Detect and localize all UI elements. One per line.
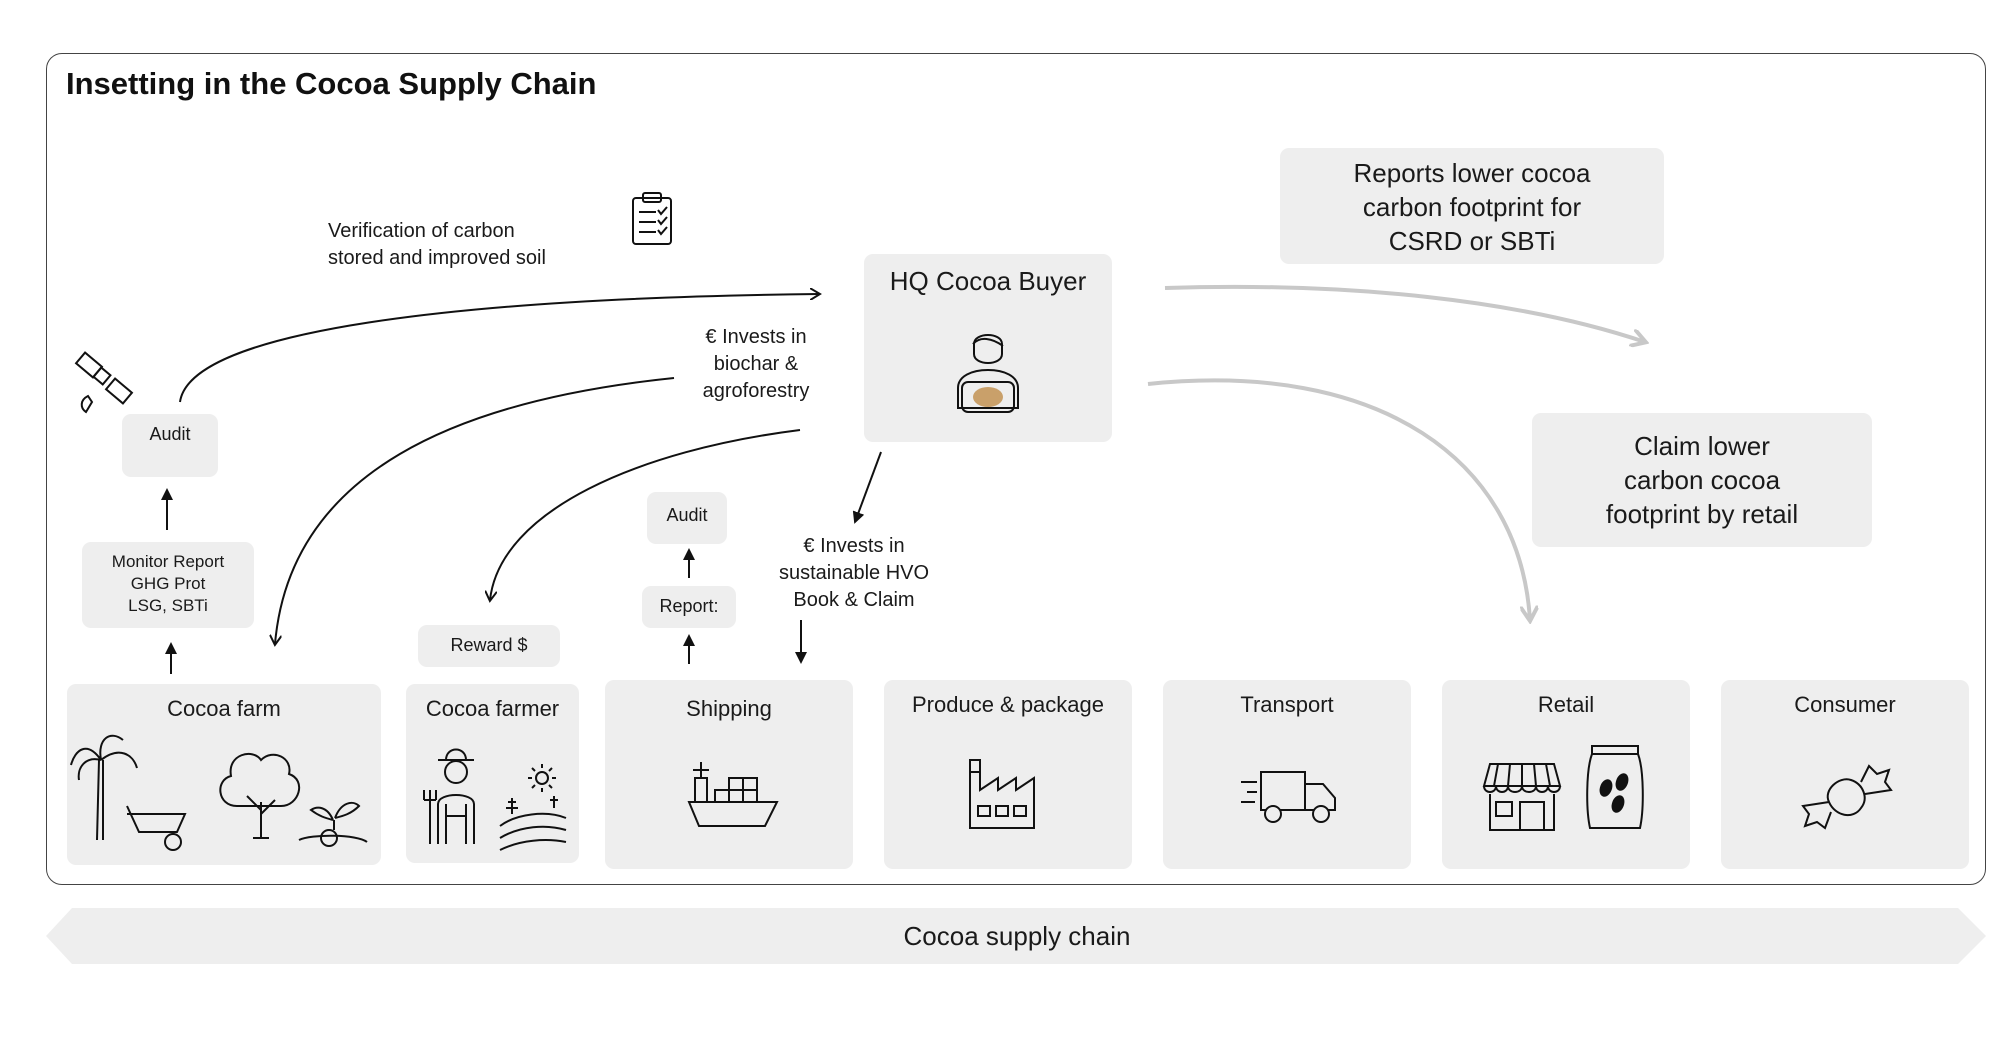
- biochar-line-3: agroforestry: [702, 380, 810, 402]
- reward-box: Reward $: [418, 625, 560, 667]
- report-box-shipping: Report:: [642, 586, 736, 628]
- invest-to-farmer-arrow: [490, 429, 801, 600]
- stage-label-shipping: Shipping: [686, 696, 772, 721]
- stage-transport: Transport: [1163, 680, 1411, 869]
- stage-consumer: Consumer: [1721, 680, 1969, 869]
- diagram-frame: [46, 53, 1986, 885]
- monitor-line-1: Monitor Report: [111, 552, 225, 571]
- satellite-icon: [74, 351, 134, 414]
- stage-cocoa-farmer: Cocoa farmer: [406, 684, 579, 863]
- clipboard-icon: [632, 192, 672, 245]
- biochar-line-1: € Invests in: [705, 326, 807, 348]
- stage-label-cocoa-farm: Cocoa farm: [167, 696, 281, 721]
- audit-label-shipping: Audit: [666, 505, 708, 525]
- stage-shipping: Shipping: [605, 680, 853, 869]
- reports-grey-arrow: [1164, 284, 1645, 342]
- reward-label: Reward $: [450, 635, 528, 655]
- claim-callout: Claim lower carbon cocoa footprint by re…: [1532, 413, 1872, 547]
- monitor-line-2: GHG Prot: [130, 574, 206, 593]
- stage-cocoa-farm: Cocoa farm: [67, 684, 381, 865]
- supply-chain-band: [46, 908, 1986, 964]
- verification-note: Verification of carbon stored and improv…: [328, 218, 546, 272]
- coffee-bag-icon: [1586, 745, 1644, 829]
- hq-cocoa-buyer-box: HQ Cocoa Buyer: [864, 254, 1112, 442]
- stage-label-cocoa-farmer: Cocoa farmer: [425, 696, 560, 721]
- verification-line-2: stored and improved soil: [328, 247, 546, 269]
- claim-line-2: carbon cocoa: [1623, 465, 1781, 495]
- claim-grey-arrow: [1147, 378, 1530, 620]
- invest-to-farm-arrow: [275, 377, 675, 644]
- stage-label-consumer: Consumer: [1794, 692, 1896, 717]
- report-label-shipping: Report:: [659, 596, 719, 616]
- ship-icon: [687, 762, 779, 827]
- audit-box-shipping: Audit: [647, 492, 727, 544]
- reports-callout: Reports lower cocoa carbon footprint for…: [1280, 148, 1664, 264]
- invests-biochar-note: € Invests in biochar & agroforestry: [680, 324, 832, 405]
- hvo-line-3: Book & Claim: [793, 589, 915, 611]
- hq-to-hvo-arrow: [852, 451, 882, 524]
- diagram-title: Insetting in the Cocoa Supply Chain: [66, 66, 597, 101]
- claim-line-3: footprint by retail: [1605, 499, 1799, 529]
- verification-line-1: Verification of carbon: [328, 220, 515, 242]
- stage-label-produce-package: Produce & package: [911, 692, 1105, 717]
- hvo-line-1: € Invests in: [803, 535, 905, 557]
- truck-icon: [1241, 771, 1336, 823]
- biochar-line-2: biochar &: [713, 353, 799, 375]
- monitor-report-box: Monitor Report GHG Prot LSG, SBTi: [82, 542, 254, 628]
- candy-icon: [1801, 764, 1893, 830]
- audit-box-farm: Audit: [122, 414, 218, 477]
- stage-label-retail: Retail: [1537, 692, 1595, 717]
- stage-retail: Retail: [1442, 680, 1690, 869]
- invests-hvo-note: € Invests in sustainable HVO Book & Clai…: [762, 533, 946, 614]
- reports-line-2: carbon footprint for: [1362, 192, 1582, 222]
- claim-line-1: Claim lower: [1634, 431, 1770, 461]
- audit-label-farm: Audit: [149, 424, 191, 444]
- stage-label-transport: Transport: [1240, 692, 1334, 717]
- verification-arrow: [179, 294, 819, 403]
- stage-produce-package: Produce & package: [884, 680, 1132, 869]
- reports-line-1: Reports lower cocoa: [1353, 158, 1591, 188]
- hvo-line-2: sustainable HVO: [778, 562, 930, 584]
- factory-icon: [969, 759, 1035, 829]
- hq-cocoa-buyer-label: HQ Cocoa Buyer: [889, 266, 1087, 296]
- store-icon: [1482, 763, 1562, 831]
- farmer-icon: [423, 748, 567, 851]
- supply-chain-label: Cocoa supply chain: [903, 921, 1131, 951]
- reports-line-3: CSRD or SBTi: [1388, 226, 1556, 256]
- farm-icon: [70, 734, 368, 851]
- buyer-icon: [957, 334, 1019, 413]
- monitor-line-3: LSG, SBTi: [128, 596, 208, 615]
